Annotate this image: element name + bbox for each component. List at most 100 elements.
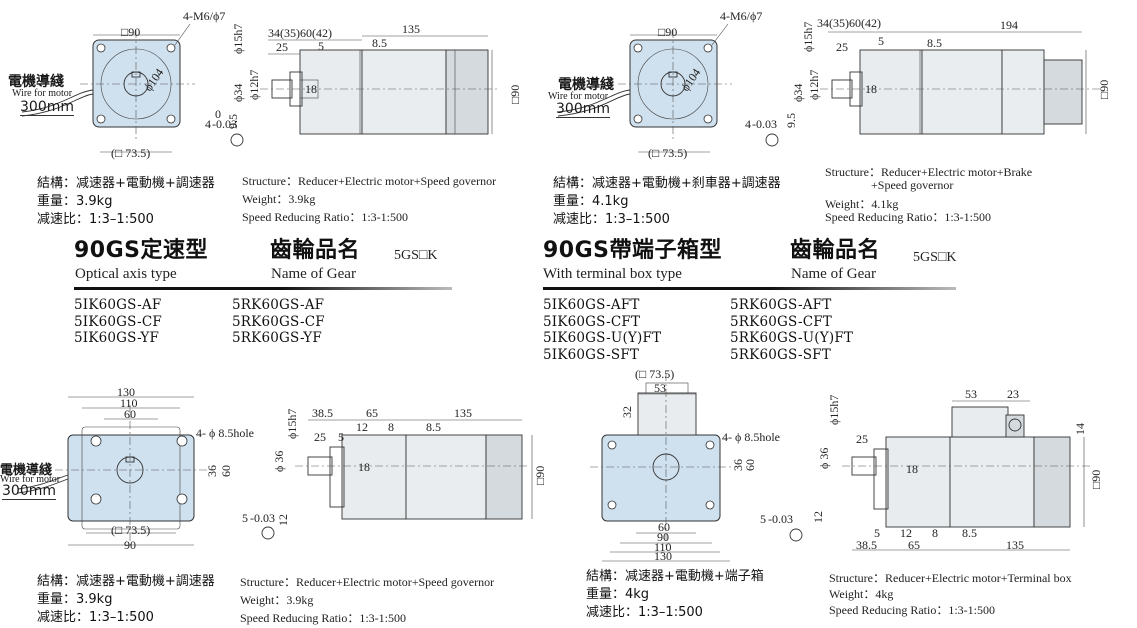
svg-text:18: 18	[906, 462, 918, 476]
svg-text:130: 130	[117, 385, 135, 399]
svg-text:8.5: 8.5	[962, 526, 977, 540]
svg-text:□90: □90	[508, 85, 522, 104]
right-gear-subtitle: Name of Gear	[791, 266, 876, 282]
svg-text:4- ϕ 8.5hole: 4- ϕ 8.5hole	[196, 426, 254, 440]
wire-label-en-2: Wire for motor	[548, 91, 609, 102]
svg-text:36: 36	[205, 465, 219, 477]
svg-text:135: 135	[402, 22, 420, 36]
top-right-drawing: □90 4-M6/ϕ7 ϕ104 (□ 73.5) 18 34(35)60(42…	[557, 9, 1111, 160]
bottom-right-drawing: (□ 73.5) 53 32 4- ϕ 8.5hole 36 60 60 90 …	[590, 367, 1103, 563]
svg-text:0: 0	[215, 107, 221, 121]
svg-text:-0.03: -0.03	[212, 117, 237, 131]
svg-text:9.5: 9.5	[226, 114, 240, 129]
svg-text:(□ 73.5): (□ 73.5)	[635, 367, 674, 381]
svg-text:65: 65	[908, 538, 920, 552]
svg-text:ϕ 36: ϕ 36	[817, 448, 831, 469]
svg-text:5: 5	[760, 512, 766, 526]
svg-text:18: 18	[358, 460, 370, 474]
svg-text:4: 4	[745, 117, 751, 131]
left-gear-subtitle: Name of Gear	[271, 266, 356, 282]
svg-text:ϕ34: ϕ34	[231, 84, 245, 102]
svg-text:65: 65	[366, 406, 378, 420]
svg-text:60: 60	[124, 407, 136, 421]
svg-text:□90: □90	[1089, 470, 1103, 489]
left-title: 90GS定速型	[74, 238, 209, 263]
svg-text:60: 60	[658, 520, 670, 534]
svg-text:110: 110	[120, 396, 138, 410]
left-code: 5GS□K	[394, 248, 438, 263]
svg-text:34(35)60(42): 34(35)60(42)	[817, 16, 881, 30]
svg-text:135: 135	[454, 406, 472, 420]
wire-length-3: 300mm	[2, 483, 56, 500]
svg-text:-0.03: -0.03	[250, 511, 275, 525]
svg-text:25: 25	[856, 432, 868, 446]
svg-text:25: 25	[314, 430, 326, 444]
svg-text:ϕ15h7: ϕ15h7	[827, 395, 841, 425]
svg-text:12: 12	[811, 511, 825, 523]
bottom-left-drawing: 130 110 60 4- ϕ 8.5hole 36 60 (□ 73.5) 9…	[17, 385, 547, 552]
svg-text:(□ 73.5): (□ 73.5)	[111, 523, 150, 537]
svg-text:8.5: 8.5	[372, 36, 387, 50]
right-code: 5GS□K	[913, 250, 957, 265]
dim-sq90: □90	[121, 25, 140, 39]
svg-text:4-M6/ϕ7: 4-M6/ϕ7	[720, 9, 762, 23]
svg-text:ϕ34: ϕ34	[791, 84, 805, 102]
svg-text:14: 14	[1073, 423, 1087, 435]
svg-text:8: 8	[932, 526, 938, 540]
wire-label-en-3: Wire for motor	[0, 474, 61, 485]
svg-text:130: 130	[654, 549, 672, 563]
wire-length: 300mm	[20, 99, 74, 116]
right-gear-title: 齒輪品名	[790, 238, 881, 263]
svg-text:25: 25	[276, 40, 288, 54]
svg-text:ϕ12h7: ϕ12h7	[247, 70, 261, 100]
svg-text:18: 18	[865, 82, 877, 96]
svg-text:8.5: 8.5	[426, 420, 441, 434]
svg-text:53: 53	[965, 387, 977, 401]
svg-text:(□ 73.5): (□ 73.5)	[648, 146, 687, 160]
svg-text:8: 8	[388, 420, 394, 434]
svg-text:4- ϕ 8.5hole: 4- ϕ 8.5hole	[722, 430, 780, 444]
flange-face	[92, 39, 181, 128]
svg-text:110: 110	[654, 540, 672, 554]
svg-text:5: 5	[242, 511, 248, 525]
left-rule	[74, 287, 452, 290]
dim-shaft: 34(35)60(42)	[268, 26, 332, 40]
svg-text:5: 5	[874, 526, 880, 540]
svg-text:ϕ 36: ϕ 36	[272, 451, 286, 472]
svg-text:□90: □90	[533, 466, 547, 485]
left-subtitle: Optical axis type	[75, 266, 177, 282]
svg-text:38.5: 38.5	[312, 406, 333, 420]
svg-text:8.5: 8.5	[927, 36, 942, 50]
svg-text:23: 23	[1007, 387, 1019, 401]
wire-length-2: 300mm	[556, 101, 610, 118]
top-left-drawing: □90 4-M6/ϕ7 ϕ104 (□ 73.5) 18 34(35)60(42…	[21, 9, 522, 160]
svg-text:90: 90	[124, 538, 136, 552]
svg-text:60: 60	[743, 459, 757, 471]
svg-text:194: 194	[1000, 18, 1018, 32]
svg-text:ϕ15h7: ϕ15h7	[285, 409, 299, 439]
wire-label-cn-2: 電機導綫	[558, 77, 614, 93]
svg-text:12: 12	[276, 514, 290, 526]
svg-text:4: 4	[205, 117, 211, 131]
svg-text:38.5: 38.5	[856, 538, 877, 552]
dim-m6: 4-M6/ϕ7	[183, 9, 225, 23]
svg-text:12: 12	[900, 526, 912, 540]
svg-text:5: 5	[878, 34, 884, 48]
wire-label-cn: 電機導綫	[8, 74, 64, 90]
svg-text:ϕ15h7: ϕ15h7	[801, 22, 815, 52]
svg-text:5: 5	[318, 39, 324, 53]
right-rule	[543, 287, 956, 290]
svg-text:5: 5	[338, 430, 344, 444]
wire-label-en: Wire for motor	[12, 88, 73, 99]
bottom-right-spec-en: Structure：Reducer+Electric motor+Termina…	[829, 571, 1072, 617]
top-left-spec-en: Structure：Reducer+Electric motor+Speed g…	[242, 174, 497, 224]
svg-text:-0.03: -0.03	[768, 512, 793, 526]
svg-text:135: 135	[1006, 538, 1024, 552]
